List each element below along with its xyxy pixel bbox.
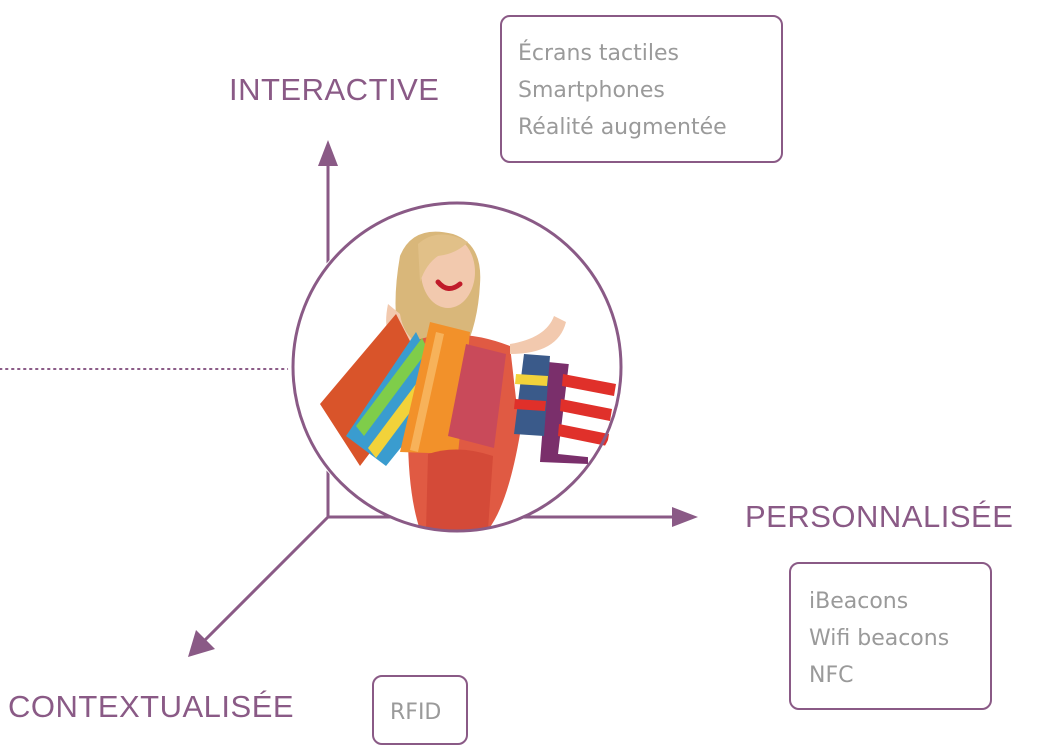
box-item: Écrans tactiles <box>518 41 679 66</box>
contextual-technologies-box: RFID <box>372 675 468 745</box>
horizontal-axis-arrowhead <box>672 507 698 527</box>
vertical-axis-arrowhead <box>318 140 338 166</box>
box-item: Réalité augmentée <box>518 115 727 140</box>
axis-label-interactive: INTERACTIVE <box>229 72 440 107</box>
shopping-woman-illustration <box>288 204 626 530</box>
diagonal-axis-line <box>201 515 330 644</box>
box-item: Wifi beacons <box>809 626 950 651</box>
axis-label-contextualisee: CONTEXTUALISÉE <box>8 689 295 724</box>
axis-label-personnalisee: PERSONNALISÉE <box>745 499 1014 534</box>
box-item: Smartphones <box>518 78 665 103</box>
center-photo <box>288 204 626 530</box>
diagonal-axis-arrowhead <box>188 630 215 657</box>
interactive-technologies-box: Écrans tactiles Smartphones Réalité augm… <box>500 15 783 163</box>
box-item: RFID <box>390 700 442 725</box>
box-item: NFC <box>809 663 854 688</box>
personalized-technologies-box: iBeacons Wifi beacons NFC <box>789 562 992 710</box>
box-item: iBeacons <box>809 589 909 614</box>
